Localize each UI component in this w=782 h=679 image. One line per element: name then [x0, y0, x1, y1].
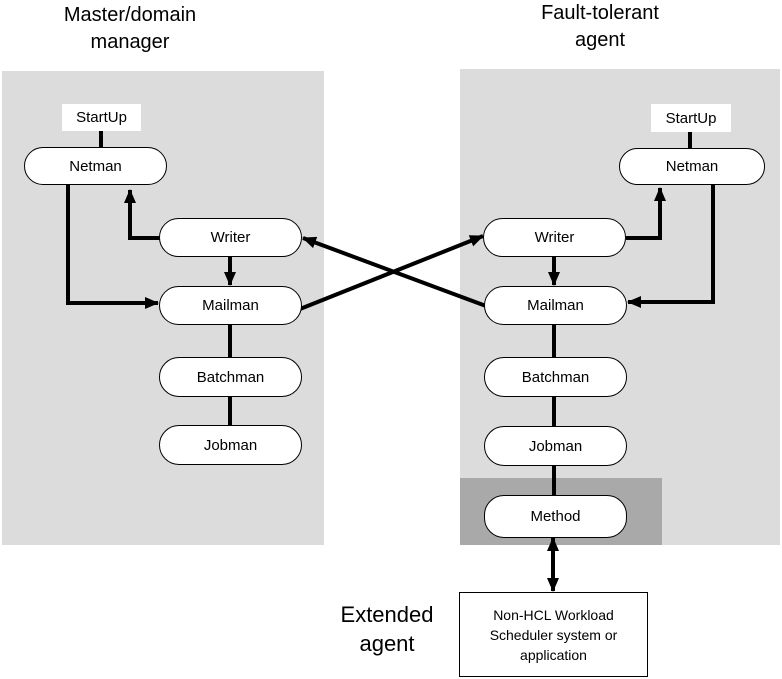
master-netman-to-mailman-arrow — [66, 184, 159, 309]
master-netman-node: Netman — [24, 147, 167, 185]
fta-method-node: Method — [484, 495, 627, 538]
fta-mailman-node: Mailman — [484, 286, 627, 325]
master-mailman-node: Mailman — [159, 286, 302, 325]
fault-tolerant-agent-heading: Fault-tolerant agent — [515, 0, 685, 54]
master-batchman-node: Batchman — [159, 357, 302, 397]
master-heading-line-1: Master/domain — [63, 4, 197, 26]
extended-label-line-1: Extended — [340, 602, 434, 627]
fta-startup-box: StartUp — [651, 104, 731, 132]
master-writer-node: Writer — [159, 218, 302, 257]
non-hcl-system-box: Non-HCL Workload Scheduler system or app… — [459, 592, 648, 677]
fta-batchman-node: Batchman — [484, 357, 627, 397]
fta-heading-line-2: agent — [574, 29, 626, 51]
master-domain-manager-heading: Master/domain manager — [30, 2, 230, 56]
fta-writer-node: Writer — [483, 218, 626, 257]
master-writer-to-netman-arrow — [124, 189, 160, 240]
extended-agent-label: Extended agent — [322, 600, 452, 658]
master-heading-line-2: manager — [90, 31, 170, 53]
fta-writer-to-netman-arrow — [626, 187, 666, 240]
fta-mailman-to-master-writer-arrow — [302, 236, 487, 308]
fta-netman-to-mailman-arrow — [627, 184, 715, 308]
fta-netman-node: Netman — [619, 148, 765, 185]
system-line-2: Scheduler system or — [489, 626, 618, 643]
master-startup-box: StartUp — [62, 104, 141, 131]
system-line-3: application — [520, 646, 587, 663]
fta-jobman-node: Jobman — [484, 426, 627, 466]
system-line-1: Non-HCL Workload — [493, 606, 614, 623]
fta-heading-line-1: Fault-tolerant — [541, 2, 659, 24]
master-jobman-node: Jobman — [159, 425, 302, 465]
extended-label-line-2: agent — [359, 631, 415, 656]
